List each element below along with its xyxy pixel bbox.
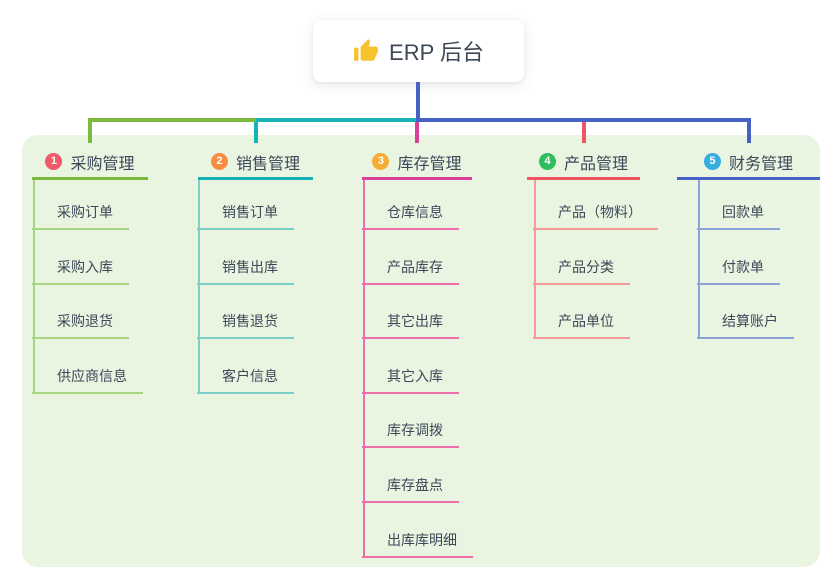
branch-label: 销售管理 — [235, 155, 300, 173]
connector-bus-segment — [255, 118, 417, 122]
child-node-label: 回款单 — [722, 204, 764, 220]
child-node-label: 产品分类 — [558, 258, 614, 275]
branch-rail-product — [534, 180, 536, 340]
child-node-label: 采购退货 — [57, 313, 113, 330]
branch-inventory-child-3[interactable]: 其它入库 — [362, 364, 459, 394]
branch-product-child-2[interactable]: 产品单位 — [533, 309, 630, 340]
branch-rail-inventory — [363, 180, 365, 558]
branch-node-sales[interactable]: 2 销售管理 — [198, 146, 313, 180]
thumbs-up-icon — [353, 38, 379, 64]
branch-drop-connector — [88, 118, 92, 143]
connector-bus-segment — [88, 118, 256, 122]
branch-label: 财务管理 — [728, 155, 793, 173]
child-node-label: 出库库明细 — [387, 531, 457, 548]
branch-drop-connector — [746, 118, 751, 143]
branch-finance-child-2[interactable]: 结算账户 — [697, 309, 794, 340]
branch-purchase-child-2[interactable]: 采购退货 — [32, 309, 129, 340]
branch-sales-child-3[interactable]: 客户信息 — [197, 364, 294, 394]
branch-number-badge: 2 — [210, 153, 228, 170]
branch-node-inventory[interactable]: 3 库存管理 — [362, 146, 472, 180]
branch-drop-connector — [581, 118, 586, 143]
branch-sales-child-2[interactable]: 销售退货 — [197, 309, 294, 340]
root-node-label: ERP 后台 — [389, 40, 484, 65]
branch-rail-sales — [198, 180, 200, 394]
branch-label: 库存管理 — [397, 155, 462, 173]
branch-sales-child-1[interactable]: 销售出库 — [197, 255, 294, 285]
child-node-label: 销售订单 — [222, 204, 278, 220]
branch-product-child-0[interactable]: 产品（物料） — [533, 200, 658, 230]
branch-inventory-child-4[interactable]: 库存调拨 — [362, 418, 459, 449]
child-node-label: 客户信息 — [222, 367, 278, 384]
child-node-label: 库存盘点 — [387, 477, 443, 493]
branch-rail-purchase — [33, 180, 35, 394]
child-node-label: 仓库信息 — [387, 204, 443, 220]
branch-drop-connector — [253, 118, 258, 143]
child-node-label: 库存调拨 — [387, 422, 443, 439]
child-node-label: 付款单 — [722, 258, 764, 275]
branch-finance-child-1[interactable]: 付款单 — [697, 255, 780, 285]
child-node-label: 销售退货 — [222, 313, 278, 330]
branch-number-badge: 5 — [703, 153, 721, 170]
connector-bus-segment — [417, 118, 751, 122]
branch-sales-child-0[interactable]: 销售订单 — [197, 200, 294, 230]
branch-number-badge: 3 — [372, 153, 390, 170]
branch-purchase-child-0[interactable]: 采购订单 — [32, 200, 129, 230]
branch-purchase-child-1[interactable]: 采购入库 — [32, 255, 129, 285]
branch-rail-finance — [698, 180, 700, 340]
branch-number-badge: 1 — [45, 153, 63, 170]
branch-node-finance[interactable]: 5 财务管理 — [677, 146, 820, 180]
branch-inventory-child-0[interactable]: 仓库信息 — [362, 200, 459, 230]
branch-number-badge: 4 — [538, 153, 556, 170]
branch-inventory-child-2[interactable]: 其它出库 — [362, 309, 459, 340]
branch-product-child-1[interactable]: 产品分类 — [533, 255, 630, 285]
branch-finance-child-0[interactable]: 回款单 — [697, 200, 780, 230]
root-node[interactable]: ERP 后台 — [313, 20, 524, 82]
branch-purchase-child-3[interactable]: 供应商信息 — [32, 364, 143, 394]
child-node-label: 采购入库 — [57, 258, 113, 275]
child-node-label: 产品单位 — [558, 313, 614, 330]
branch-inventory-child-6[interactable]: 出库库明细 — [362, 528, 473, 558]
branch-drop-connector — [415, 118, 419, 143]
child-node-label: 供应商信息 — [57, 367, 127, 384]
child-node-label: 采购订单 — [57, 204, 113, 220]
child-node-label: 结算账户 — [722, 313, 778, 330]
child-node-label: 其它入库 — [387, 367, 443, 384]
child-node-label: 产品库存 — [387, 258, 443, 275]
child-node-label: 其它出库 — [387, 313, 443, 330]
child-node-label: 产品（物料） — [558, 204, 642, 220]
branch-node-purchase[interactable]: 1 采购管理 — [32, 146, 148, 180]
child-node-label: 销售出库 — [222, 258, 278, 275]
branch-node-product[interactable]: 4 产品管理 — [527, 146, 640, 180]
branch-label: 产品管理 — [563, 155, 628, 173]
branch-inventory-child-1[interactable]: 产品库存 — [362, 255, 459, 285]
root-connector — [416, 82, 420, 122]
branch-inventory-child-5[interactable]: 库存盘点 — [362, 473, 459, 503]
branches-panel — [22, 135, 820, 567]
branch-label: 采购管理 — [70, 155, 135, 173]
